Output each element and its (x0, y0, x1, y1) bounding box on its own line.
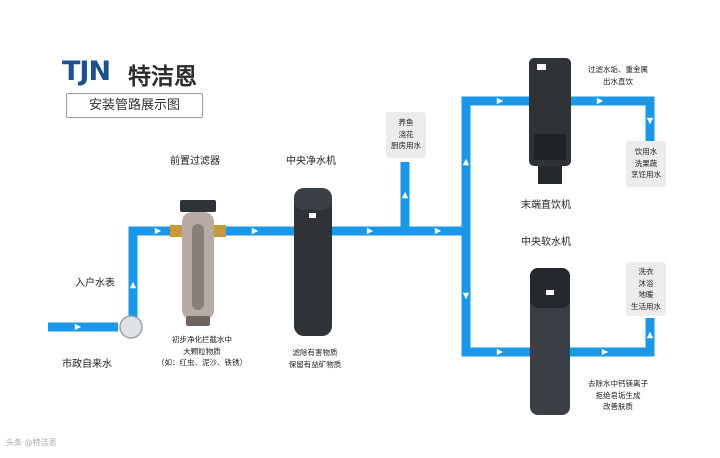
flow-arrow (74, 323, 82, 331)
garden-use-line: 浇花 (398, 129, 414, 139)
life-use-text: 洗衣 沐浴 地暖 生活用水 (624, 266, 668, 312)
central-purifier-desc-line: 滤除有害物质 (292, 348, 338, 357)
prefilter-head (180, 200, 216, 212)
water-meter (119, 315, 143, 339)
drinker-desc: 过滤水垢、重金属 出水直饮 (576, 64, 660, 87)
central-purifier-body (294, 188, 332, 336)
prefilter-desc-line: （如：红虫、泥沙、铁锈） (157, 358, 247, 367)
prefilter-outlet-fitting (212, 225, 226, 237)
softener-head (530, 268, 570, 308)
life-use-line: 地暖 (638, 290, 654, 299)
diagram-subtitle: 安装管路展示图 (66, 93, 203, 118)
softener-desc-line: 改善肤质 (603, 402, 633, 411)
drink-use-line: 洗果蔬 (634, 158, 658, 168)
flow-arrow (434, 227, 442, 235)
garden-use-text: 养鱼 浇花 厨房用水 (384, 117, 428, 152)
softener-logo-icon (546, 290, 554, 295)
drink-use-box (626, 141, 666, 187)
drinker-out-pipe (568, 96, 655, 141)
flow-arrow (601, 348, 609, 356)
flow-arrow (596, 97, 604, 105)
central-purifier-label: 中央净水机 (286, 156, 336, 167)
central-purifier-logo-icon (309, 213, 316, 218)
drink-use-line: 烹饪用水 (631, 170, 661, 179)
flow-arrow (154, 227, 162, 235)
prefilter-inlet-fitting (170, 225, 184, 237)
prefilter-base (186, 316, 210, 326)
prefilter-desc: 初步净化拦截水中 大颗粒物质 （如：红虫、泥沙、铁锈） (148, 334, 256, 369)
garden-use-line: 厨房用水 (391, 141, 421, 150)
central-purifier-top (294, 188, 332, 210)
drinker-desc-line: 出水直饮 (603, 76, 633, 86)
prefilter-label: 前置过滤器 (170, 156, 220, 167)
flow-arrow (462, 292, 470, 300)
brand-logo-latin: TJN (62, 56, 111, 87)
flow-arrow (401, 191, 409, 199)
drinker-panel (534, 134, 566, 160)
garden-use-box (386, 112, 426, 158)
brand-logo-chinese: 特洁恩 (128, 64, 197, 90)
central-purifier-desc-line: 保留有益矿物质 (288, 359, 342, 369)
flow-arrow (646, 331, 654, 339)
devices (170, 58, 571, 415)
drink-use-line: 饮用水 (634, 147, 658, 156)
drinker-desc-line: 过滤水垢、重金属 (588, 65, 648, 74)
life-use-box (626, 262, 666, 316)
flow-arrow (646, 117, 654, 125)
prefilter-desc-line: 大颗粒物质 (183, 346, 221, 356)
meter-to-prefilter-pipe (128, 226, 182, 332)
softener-desc-line: 拒绝皂垢生成 (595, 390, 641, 400)
garden-use-line: 养鱼 (398, 118, 414, 127)
flow-arrow (496, 97, 504, 105)
softener-desc-line: 去除水中钙镁离子 (588, 379, 648, 388)
softener-out-pipe (568, 318, 655, 357)
softener-desc: 去除水中钙镁离子 拒绝皂垢生成 改善肤质 (576, 378, 660, 413)
central-purifier-desc: 滤除有害物质 保留有益矿物质 (270, 347, 360, 370)
drinker-base (538, 166, 562, 184)
flow-arrow (251, 227, 259, 235)
trunk-up-pipe (461, 96, 533, 231)
flow-arrow (366, 227, 374, 235)
meter-label: 入户水表 (75, 278, 115, 289)
drink-use-text: 饮用水 洗果蔬 烹饪用水 (624, 146, 668, 181)
trunk-down-pipe (461, 231, 534, 357)
prefilter-desc-line: 初步净化拦截水中 (172, 335, 232, 344)
prefilter-window (192, 224, 204, 310)
drinker-logo-icon (537, 64, 546, 70)
life-use-line: 洗衣 (638, 267, 654, 276)
drinker-label: 末端直饮机 (521, 200, 571, 211)
life-use-line: 生活用水 (631, 301, 661, 311)
watermark: 头条 @特洁恩 (6, 438, 57, 447)
softener-label: 中央软水机 (521, 237, 571, 248)
flow-arrow (462, 158, 470, 166)
flow-arrow (496, 348, 504, 356)
life-use-line: 沐浴 (638, 278, 654, 288)
flow-arrow (129, 281, 137, 289)
municipal-water-label: 市政自来水 (62, 359, 112, 370)
flow-arrows (74, 97, 654, 356)
